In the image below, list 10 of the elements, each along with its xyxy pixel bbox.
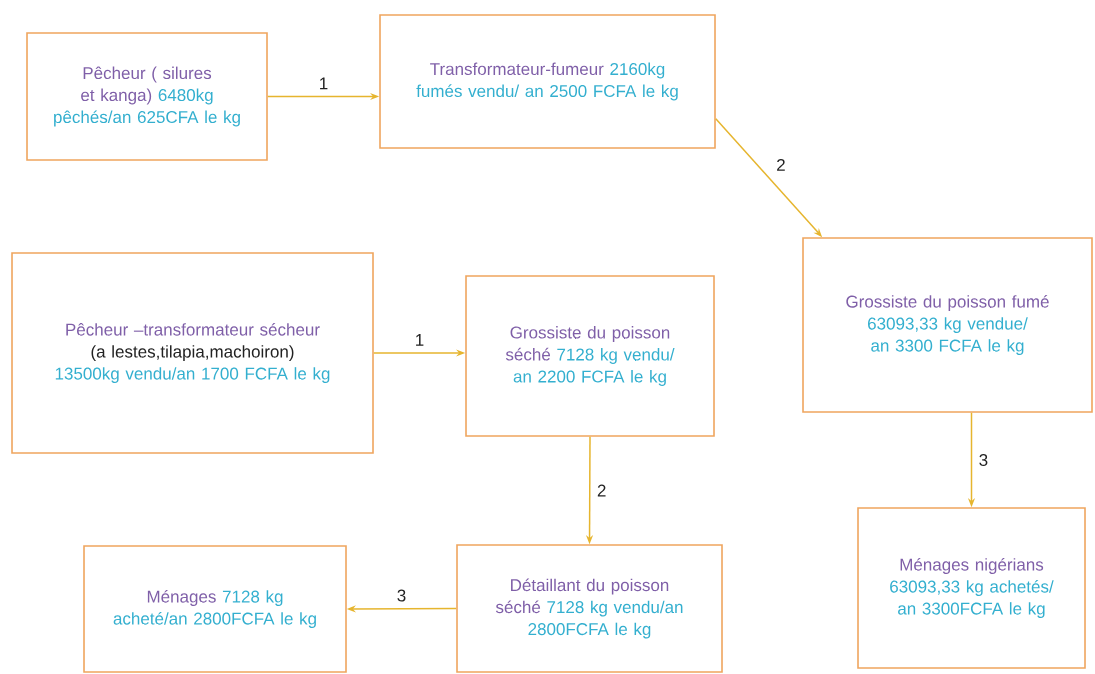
process-box: Ménages nigérians 63093,33 kg achetés/ an 3300FCFA le kg: [857, 507, 1086, 669]
process-box: Pêcheur –transformateur sécheur (a lestes,tilapia,machoiron) 13500kg vendu/an 1700 FCFA le kg: [11, 252, 374, 454]
process-box: Grossiste du poisson fumé 63093,33 kg vendue/ an 3300 FCFA le kg: [802, 237, 1093, 413]
edge-label: 3: [977, 452, 990, 467]
process-box: Détaillant du poisson séché 7128 kg vendu/an 2800FCFA le kg: [456, 544, 723, 673]
process-box: Pêcheur ( silures et kanga) 6480kg pêchés/an 625CFA le kg: [26, 32, 268, 161]
process-box: Grossiste du poisson séché 7128 kg vendu/ an 2200 FCFA le kg: [465, 275, 715, 437]
edge-label: 2: [775, 157, 787, 172]
process-box: Ménages 7128 kg acheté/an 2800FCFA le kg: [83, 545, 347, 673]
process-box: Transformateur-fumeur 2160kg fumés vendu/ an 2500 FCFA le kg: [379, 14, 716, 149]
